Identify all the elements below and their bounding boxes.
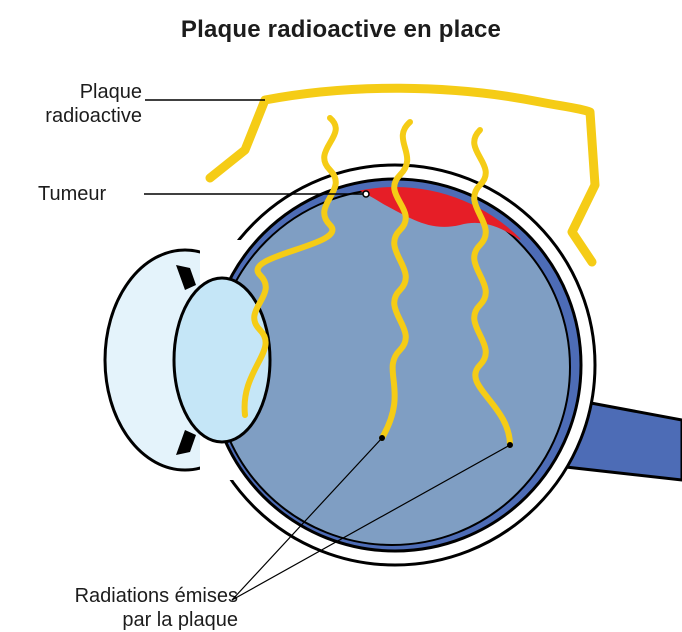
lens [174, 278, 270, 442]
radiation-point-1 [379, 435, 385, 441]
radiation-point-2 [507, 442, 513, 448]
tumeur-point [363, 191, 369, 197]
